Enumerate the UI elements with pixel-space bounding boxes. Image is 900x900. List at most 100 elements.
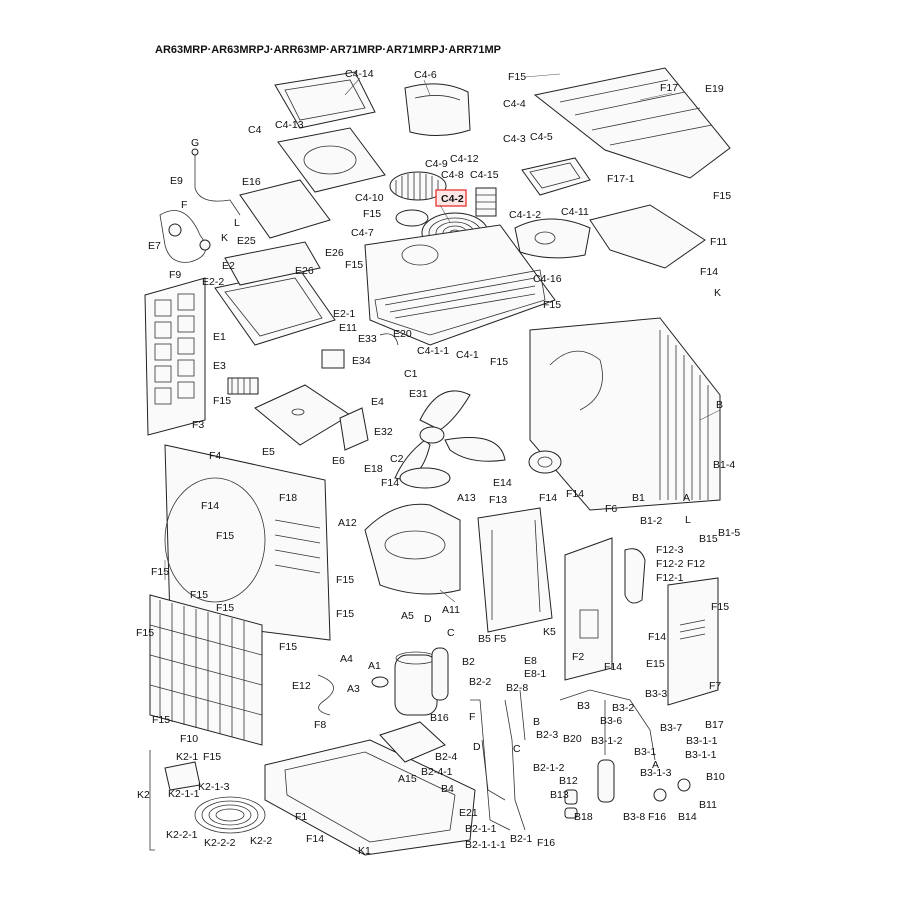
- callout-label: F1: [295, 811, 307, 823]
- callout-label: B12: [559, 775, 578, 787]
- bell-mouth-a11: [364, 503, 461, 595]
- callout-label: B3-1-1: [685, 749, 717, 761]
- callout-label: F17-1: [607, 173, 635, 185]
- callout-label: F: [469, 711, 475, 723]
- callout-label: F16: [537, 837, 555, 849]
- callout-label: C4-12: [450, 153, 479, 165]
- service-valve-f12: [624, 548, 646, 604]
- callout-label: E33: [358, 333, 377, 345]
- callout-label: C4-1-1: [417, 345, 449, 357]
- fan-motor-c2: [528, 450, 562, 474]
- bracket-e6: [339, 407, 369, 451]
- callout-label: E18: [364, 463, 383, 475]
- callout-label: B2-1-1-1: [465, 839, 506, 851]
- callout-label: E7: [148, 240, 161, 252]
- leader-lines: [164, 73, 721, 603]
- scroll-c4-11: [514, 218, 591, 259]
- callout-label: A12: [338, 517, 357, 529]
- pipe-assembly-b2: [470, 689, 526, 831]
- callout-label: C4: [248, 124, 262, 136]
- callout-label: F17: [660, 82, 678, 94]
- base-plate-e5: [254, 384, 351, 446]
- callout-label: F14: [604, 661, 622, 673]
- callout-label: E3: [213, 360, 226, 372]
- callout-label: F14: [566, 488, 584, 500]
- callout-label: B18: [574, 811, 593, 823]
- callout-label: E8: [524, 655, 537, 667]
- callout-label: C4-6: [414, 69, 437, 81]
- callout-label: K2-2: [250, 835, 272, 847]
- callout-label: B10: [706, 771, 725, 783]
- callout-label: F15: [363, 208, 381, 220]
- callout-label: B2-1-1: [465, 823, 497, 835]
- callout-label: C4-4: [503, 98, 526, 110]
- callout-label: B3-1-1: [686, 735, 718, 747]
- filter-c4-15: [475, 187, 497, 217]
- top-cover-panel: [274, 71, 376, 129]
- callout-label: B2-8: [506, 682, 528, 694]
- callout-label: D: [473, 741, 481, 753]
- callout-label: B4: [441, 783, 454, 795]
- terminal-block-e2: [224, 241, 321, 286]
- callout-label: E2-1: [333, 308, 355, 320]
- callout-label: B2-2: [469, 676, 491, 688]
- callout-label: C4-14: [345, 68, 374, 80]
- compressor-base-a15: [379, 721, 446, 763]
- callout-label: F15: [713, 190, 731, 202]
- callout-label: F15: [345, 259, 363, 271]
- callout-label: K2-1-3: [198, 781, 230, 793]
- callout-label: C4-1-2: [509, 209, 541, 221]
- callout-label: C4-10: [355, 192, 384, 204]
- indoor-chassis-c4-1: [364, 224, 556, 346]
- propeller-fan-c1: [394, 390, 506, 480]
- pcb-e34: [321, 349, 345, 369]
- fan-cover-plate: [277, 127, 386, 193]
- callout-label: B3-1-3: [640, 767, 672, 779]
- callout-label: B5: [478, 633, 491, 645]
- callout-label: B14: [678, 811, 697, 823]
- callout-label: F15: [711, 601, 729, 613]
- fan-guard-a13: [399, 467, 451, 489]
- callout-label: F15: [279, 641, 297, 653]
- callout-label: E32: [374, 426, 393, 438]
- partition-f13: [477, 507, 553, 633]
- fan-motor-small: [395, 209, 429, 227]
- callout-label: F15: [136, 627, 154, 639]
- callout-label: B3-1: [634, 746, 656, 758]
- accumulator-b3: [559, 689, 656, 803]
- callout-label: K2-2-1: [166, 829, 198, 841]
- callout-label: F14: [700, 266, 718, 278]
- callout-label: E16: [242, 176, 261, 188]
- top-grille-panel-f17: [533, 67, 731, 179]
- callout-label: B20: [563, 733, 582, 745]
- callout-label: F13: [489, 494, 507, 506]
- front-cabinet-f4: [164, 444, 331, 641]
- callout-label: F12-3: [656, 544, 684, 556]
- callout-label: F14: [306, 833, 324, 845]
- callout-label: F14: [201, 500, 219, 512]
- highlighted-callout: C4-2: [435, 189, 467, 207]
- callout-label: C4-11: [561, 206, 589, 218]
- callout-label: K2-1: [176, 751, 198, 763]
- callout-label: C1: [404, 368, 418, 380]
- callout-label: F12-2: [656, 558, 684, 570]
- callout-label: F6: [605, 503, 617, 515]
- callout-label: B2-4-1: [421, 766, 453, 778]
- callout-label: B11: [699, 799, 717, 811]
- callout-label: C: [447, 627, 455, 639]
- callout-label: G: [191, 137, 199, 149]
- callout-label: B2-1-2: [533, 762, 565, 774]
- callout-label: F: [181, 199, 187, 211]
- callout-label: B3-1-2: [591, 735, 623, 747]
- callout-label: C4-3: [503, 133, 526, 145]
- callout-label: K2-2-2: [204, 837, 236, 849]
- callout-label: C4-8: [441, 169, 464, 181]
- side-panel-f2: [564, 537, 613, 681]
- highlight-box: [435, 189, 467, 207]
- callout-label: B15: [699, 533, 718, 545]
- callout-label: E15: [646, 658, 665, 670]
- callout-label: K: [714, 287, 721, 299]
- callout-label: F15: [508, 71, 526, 83]
- callout-label: B1: [632, 492, 645, 504]
